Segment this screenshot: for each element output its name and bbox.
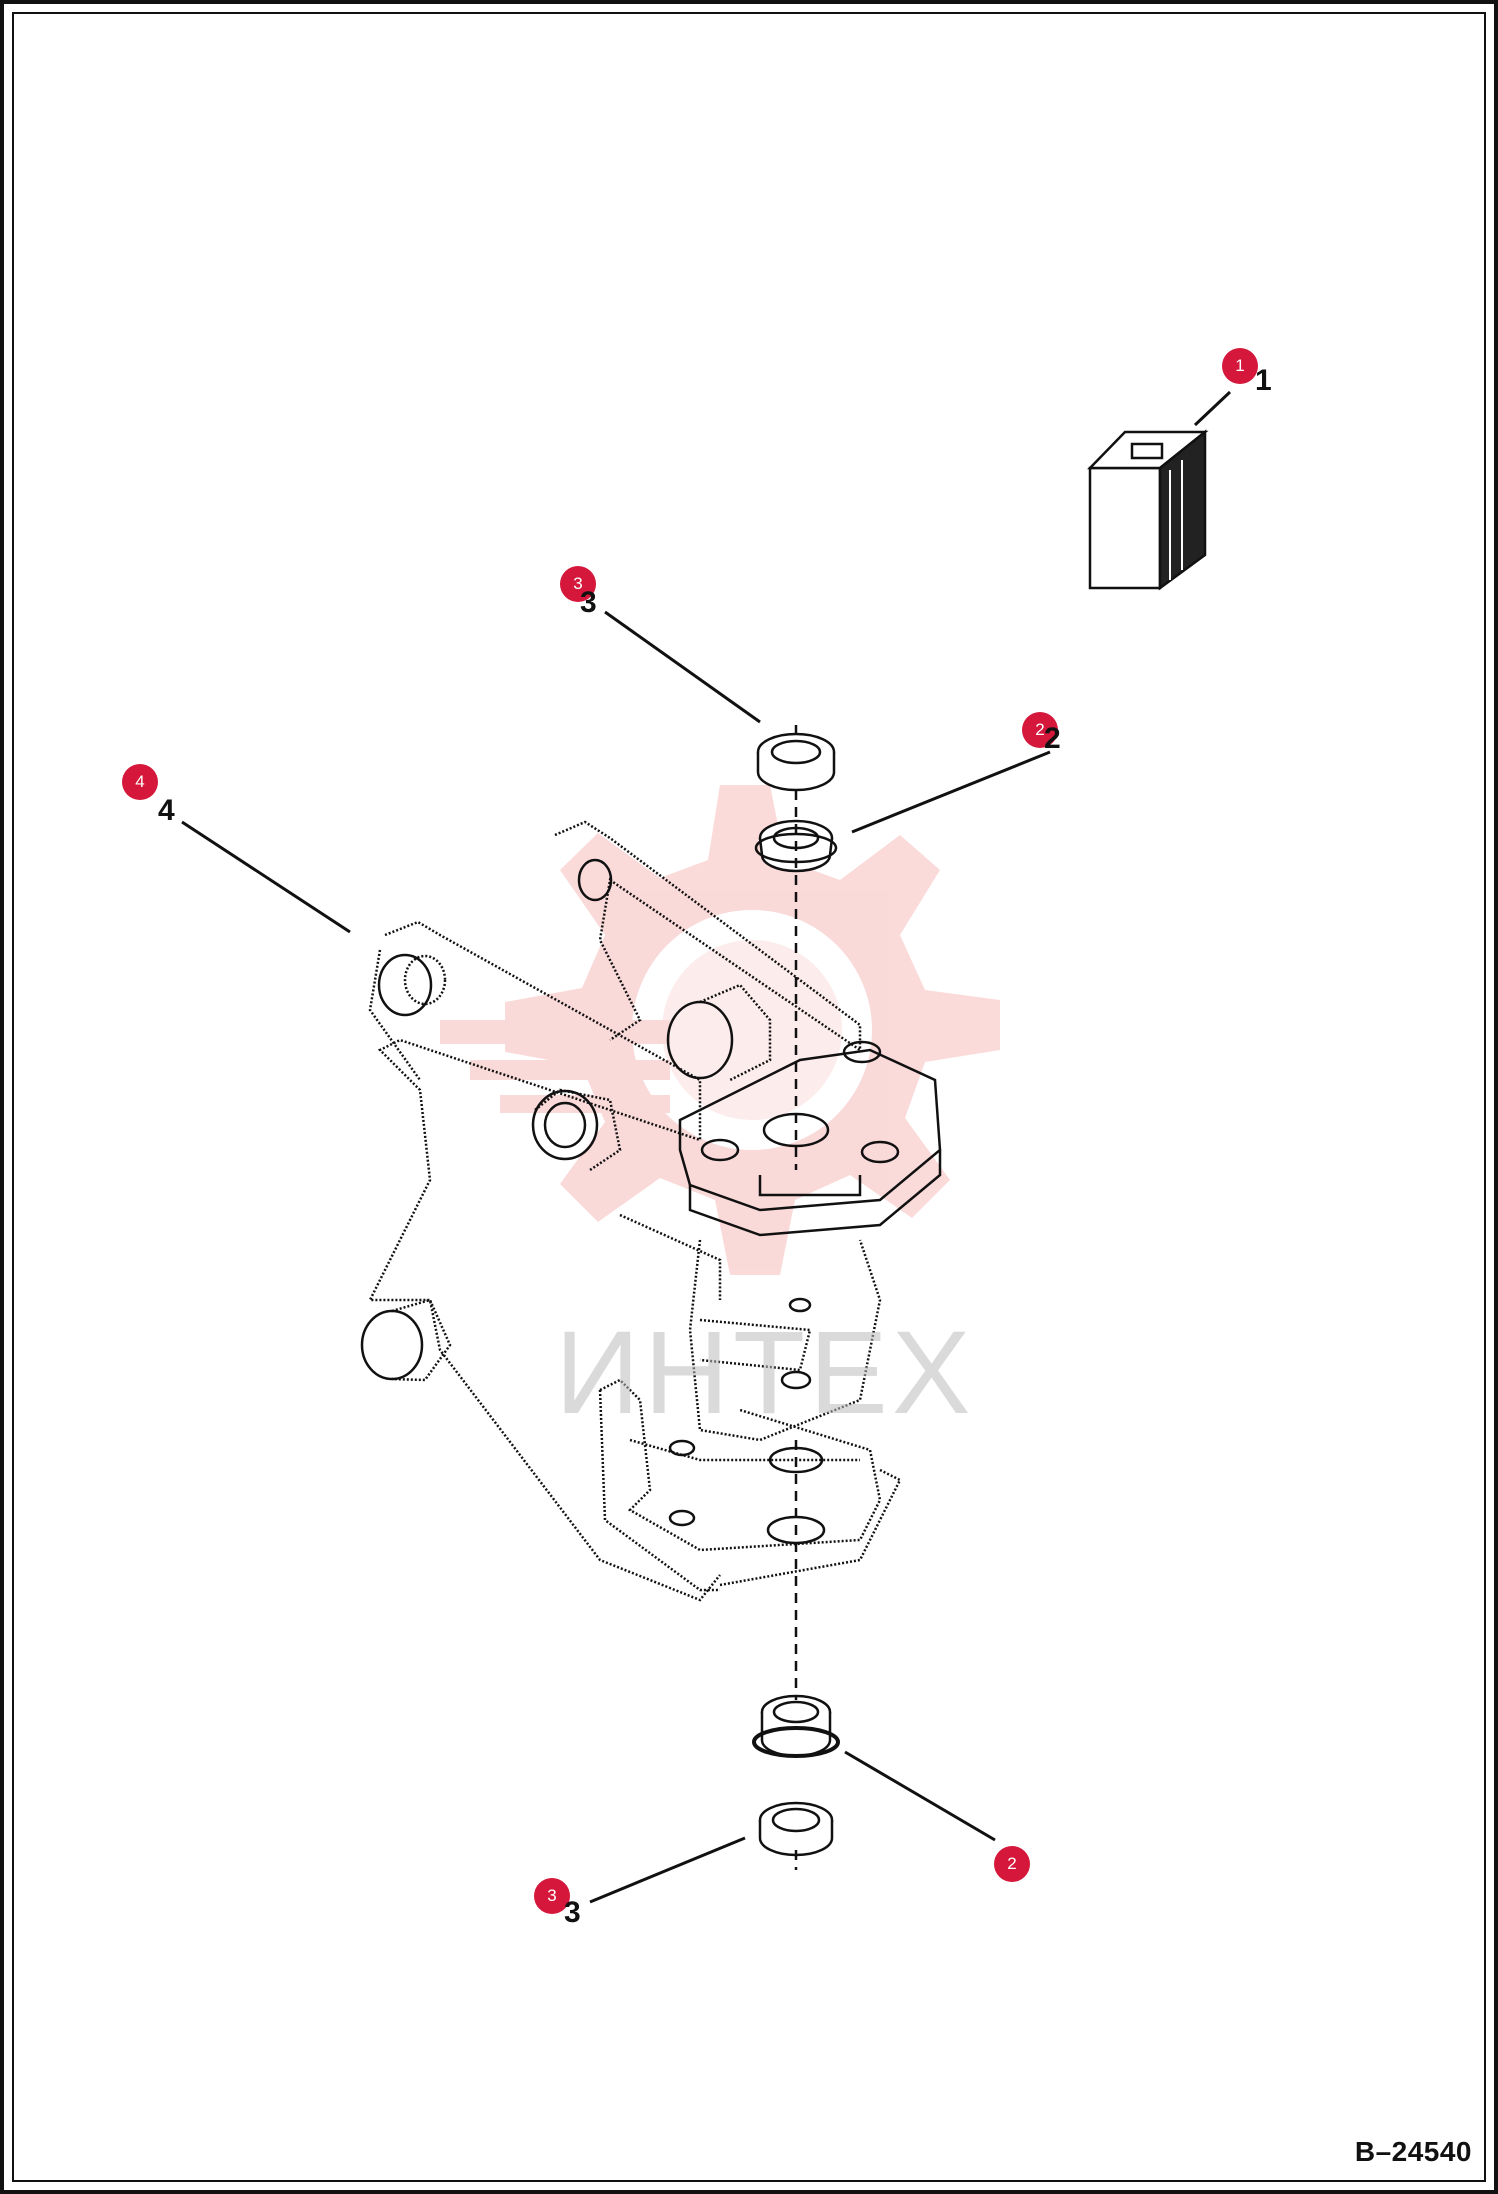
leader-line-2-top <box>851 750 1051 834</box>
part-3-top-washer <box>756 732 836 792</box>
leader-lines <box>181 390 1232 1904</box>
page-inner-border <box>12 12 1486 2182</box>
part-3-bottom-washer <box>758 1801 834 1857</box>
part-label-2-top: 2 <box>1044 722 1061 755</box>
callout-badge-3-top[interactable]: 3 <box>560 566 596 602</box>
callout-badge-2-bottom[interactable]: 2 <box>994 1846 1030 1882</box>
watermark-text: ИНТЕХ <box>555 1307 975 1439</box>
part-1-kit-box <box>1087 429 1209 591</box>
part-label-1: 1 <box>1255 364 1272 397</box>
drawing-number: B–24540 <box>1354 2136 1472 2167</box>
leader-line-2-bottom <box>844 1750 996 1842</box>
watermark-gear-icon <box>440 785 1000 1275</box>
callout-badge-4[interactable]: 4 <box>122 764 158 800</box>
callout-badge-1[interactable]: 1 <box>1222 348 1258 384</box>
part-label-3-bottom: 3 <box>564 1896 581 1929</box>
callout-badge-3-bottom[interactable]: 3 <box>534 1878 570 1914</box>
leader-line-3-top <box>604 610 761 724</box>
part-label-4: 4 <box>158 794 175 827</box>
part-label-3-top: 3 <box>580 586 597 619</box>
part-4-swing-frame <box>360 820 942 1602</box>
leader-line-1 <box>1193 390 1232 427</box>
callout-badge-2-top[interactable]: 2 <box>1022 712 1058 748</box>
leader-line-4 <box>181 820 351 934</box>
part-2-bottom-bushing <box>752 1694 840 1758</box>
leader-line-3-bottom <box>589 1836 746 1904</box>
